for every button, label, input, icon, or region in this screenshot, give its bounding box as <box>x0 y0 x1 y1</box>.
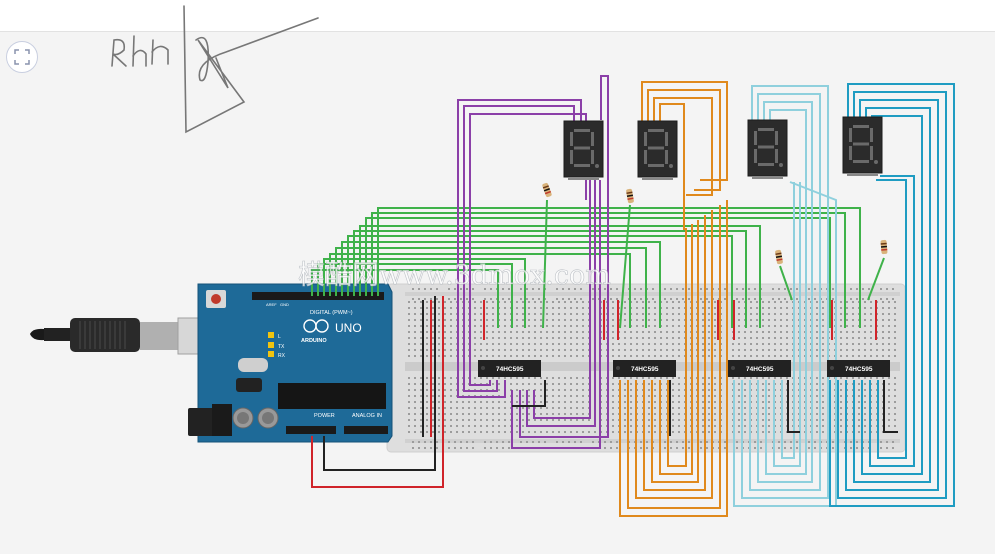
led-l-label: L <box>278 334 281 340</box>
top-toolbar <box>0 0 995 32</box>
display-segment <box>775 149 778 163</box>
analog-header-label: ANALOG IN <box>352 413 382 419</box>
led-tx-label: TX <box>278 344 285 350</box>
analog-pin-header[interactable] <box>344 426 388 434</box>
display-segment <box>665 132 668 146</box>
seven-segment-display-1[interactable] <box>563 120 604 180</box>
power-pin-header[interactable] <box>286 426 336 434</box>
display-segment <box>591 150 594 164</box>
display-segment <box>758 145 774 149</box>
display-segment <box>758 163 774 166</box>
decimal-point <box>779 163 783 167</box>
atmega-chip <box>278 383 386 409</box>
display-segment <box>853 125 869 128</box>
shift-register-3[interactable]: 74HC595 <box>728 360 791 377</box>
model-label: UNO <box>335 321 362 335</box>
display-segment <box>644 150 647 164</box>
shift-register-2[interactable]: 74HC595 <box>613 360 676 377</box>
display-segment <box>574 146 590 150</box>
display-segment <box>665 150 668 164</box>
power-header-label: POWER <box>314 413 335 419</box>
chip-label: 74HC595 <box>496 366 524 373</box>
led-rx-label: RX <box>278 353 286 359</box>
display-segment <box>870 128 873 142</box>
display-segment <box>754 149 757 163</box>
seven-segment-display-3[interactable] <box>747 119 788 179</box>
purple-wires[interactable] <box>457 75 609 449</box>
decimal-point <box>669 164 673 168</box>
chip-label: 74HC595 <box>845 366 873 373</box>
resistor <box>775 249 783 265</box>
display-segment <box>849 128 852 142</box>
decimal-point <box>595 164 599 168</box>
display-segment <box>574 164 590 167</box>
decimal-point <box>874 160 878 164</box>
display-segment <box>775 131 778 145</box>
watermark-text: 模酷网www.3dmox.com <box>298 260 611 291</box>
seven-segment-display-4[interactable] <box>842 116 883 176</box>
resistor <box>626 188 634 204</box>
blue-wires[interactable] <box>829 83 955 507</box>
fit-to-screen-button[interactable] <box>6 41 38 73</box>
display-segment <box>574 129 590 132</box>
brand-label: ARDUINO <box>301 338 327 344</box>
display-segment <box>648 129 664 132</box>
handwritten-signature[interactable] <box>111 5 319 134</box>
display-segment <box>644 132 647 146</box>
seven-segment-display-2[interactable] <box>637 120 678 180</box>
display-segment <box>648 164 664 167</box>
aref-label: AREF <box>266 302 277 307</box>
display-segment <box>853 142 869 146</box>
reset-button-cap[interactable] <box>211 294 221 304</box>
usb-cable[interactable] <box>30 317 205 355</box>
display-segment <box>853 160 869 163</box>
arduino-uno[interactable]: L TX RX AREF GND DIGITAL (PWM~) ARDUINO … <box>188 283 393 443</box>
display-segment <box>570 132 573 146</box>
orange-wires[interactable] <box>619 81 728 517</box>
chip-label: 74HC595 <box>746 366 774 373</box>
display-segment <box>758 128 774 131</box>
display-segment <box>591 132 594 146</box>
display-segment <box>849 146 852 160</box>
display-segment <box>870 146 873 160</box>
power-wires[interactable] <box>311 296 444 488</box>
shift-register-1[interactable]: 74HC595 <box>478 360 541 377</box>
lightblue-wires[interactable] <box>733 85 837 507</box>
chip-label: 74HC595 <box>631 366 659 373</box>
display-segment <box>754 131 757 145</box>
gnd-label: GND <box>280 302 289 307</box>
shift-register-4[interactable]: 74HC595 <box>827 360 890 377</box>
resistor <box>542 182 552 198</box>
resistor <box>880 239 888 255</box>
digital-header-label: DIGITAL (PWM~) <box>310 310 353 316</box>
display-segment <box>648 146 664 150</box>
fit-to-screen-icon <box>14 49 30 65</box>
display-segment <box>570 150 573 164</box>
jumper-wires[interactable] <box>483 300 898 436</box>
resistors[interactable] <box>542 182 888 265</box>
